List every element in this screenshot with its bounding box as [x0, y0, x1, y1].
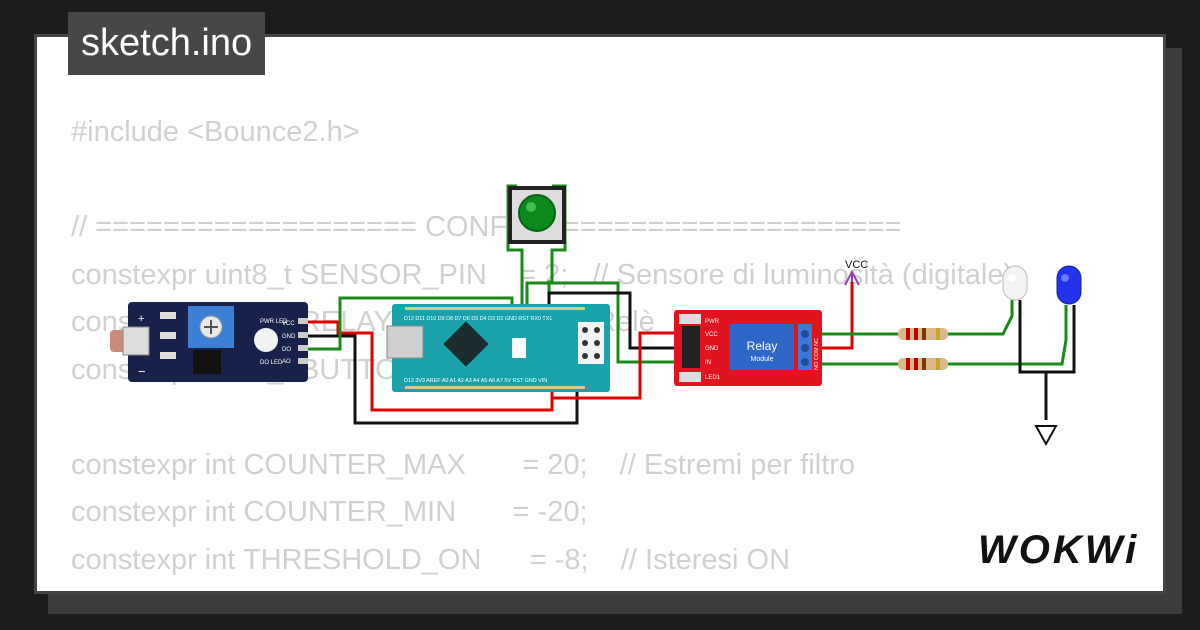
- wire-led1-gnd: [1018, 300, 1046, 374]
- push-button[interactable]: [508, 186, 566, 244]
- sensor-label-do: DO LED: [260, 360, 283, 366]
- code-line: // =================== CONFIG ==========…: [71, 211, 902, 243]
- svg-text:DO: DO: [282, 347, 291, 353]
- ground-symbol: [1034, 425, 1058, 447]
- svg-text:GND: GND: [282, 334, 296, 340]
- wire-sensor-vcc: [300, 320, 554, 412]
- wire-res2-led2: [948, 305, 1068, 366]
- relay-sublabel: Module: [751, 356, 774, 363]
- light-sensor-module[interactable]: + − PWR LED DO LED VCC GND DO AO: [110, 302, 308, 382]
- relay-module[interactable]: Relay Module PWR VCC GND IN LED1 NO COM …: [674, 310, 822, 386]
- wire-sensor-gnd: [300, 334, 579, 425]
- arduino-top-pin-labels: D12 D11 D10 D9 D8 D7 D6 D5 D4 D3 D2 GND …: [404, 316, 552, 322]
- code-line: #include <Bounce2.h>: [71, 116, 360, 148]
- relay-label: Relay: [747, 339, 778, 353]
- wire-led2-gnd: [1044, 305, 1076, 420]
- vcc-label: VCC: [845, 259, 868, 271]
- svg-text:PWR: PWR: [705, 319, 720, 325]
- code-line: constexpr int COUNTER_MAX = 20; // Estre…: [71, 448, 856, 481]
- code-line: constexpr int THRESHOLD_ON = -8; // Iste…: [71, 543, 791, 576]
- svg-text:LED1: LED1: [705, 375, 721, 381]
- led-white[interactable]: [1002, 265, 1028, 301]
- wokwi-logo: WOKWi: [978, 528, 1140, 572]
- wire-relay-in: [525, 281, 690, 364]
- arduino-bottom-pin-labels: D13 3V3 AREF A0 A1 A2 A3 A4 A5 A6 A7 5V …: [404, 378, 547, 384]
- wire-relay-vcc: [550, 331, 690, 400]
- sensor-label-pwr: PWR LED: [260, 319, 288, 325]
- arduino-nano[interactable]: D12 D11 D10 D9 D8 D7 D6 D5 D4 D3 D2 GND …: [386, 304, 610, 392]
- wire-relay-com-vcc: [808, 282, 854, 350]
- led-blue[interactable]: [1056, 265, 1082, 305]
- svg-text:IN: IN: [705, 360, 711, 366]
- code-preview: #include <Bounce2.h> // ================…: [71, 109, 1013, 591]
- svg-text:GND: GND: [705, 346, 719, 352]
- resistor-2[interactable]: [898, 358, 948, 370]
- svg-text:AO: AO: [282, 359, 291, 365]
- file-title-tab[interactable]: sketch.ino: [68, 12, 266, 75]
- svg-text:+: +: [138, 313, 144, 325]
- resistor-1[interactable]: [898, 328, 948, 340]
- vcc-symbol: VCC: [844, 259, 868, 286]
- relay-terminal-labels: NO COM NC: [814, 338, 820, 370]
- wire-res1-led1: [948, 300, 1014, 336]
- code-line: constexpr int COUNTER_MIN = -20;: [71, 496, 588, 528]
- wire-sensor-do: [300, 296, 514, 351]
- usb-port: [386, 325, 424, 359]
- svg-text:VCC: VCC: [705, 332, 718, 338]
- wire-relay-gnd: [547, 291, 690, 350]
- svg-text:VCC: VCC: [282, 321, 295, 327]
- svg-text:−: −: [138, 364, 146, 379]
- wires: [300, 184, 1076, 425]
